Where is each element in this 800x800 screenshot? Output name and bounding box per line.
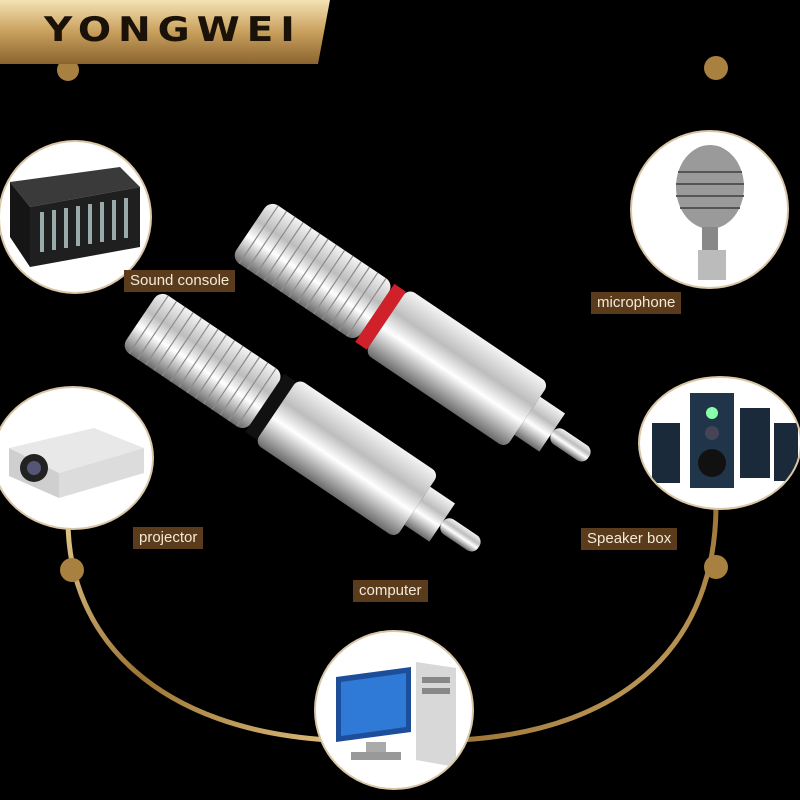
microphone-icon [676, 145, 744, 280]
speaker-box-label: Speaker box [581, 528, 678, 550]
wire-knob [704, 555, 728, 579]
microphone-label: microphone [591, 292, 682, 314]
mixer-console-icon [10, 167, 140, 267]
speaker-icon [652, 393, 798, 488]
rca-plug-black [124, 293, 481, 552]
brand-name: YONGWEI [44, 10, 302, 50]
rca-plugs-illustration [124, 203, 591, 552]
sound-console-image [0, 142, 150, 292]
wire-knob [60, 558, 84, 582]
projector-icon [9, 428, 144, 498]
wire-knob [704, 56, 728, 80]
desktop-computer-icon [336, 662, 456, 767]
rca-plug-red [234, 203, 591, 462]
sound-console-label: Sound console [124, 270, 236, 292]
projector-image [0, 388, 152, 528]
projector-label: projector [133, 527, 204, 549]
wire-knob [57, 59, 79, 81]
brand-logo: YONGWEI [0, 0, 330, 64]
speaker-box-image [640, 378, 800, 508]
microphone-image [632, 132, 787, 287]
computer-image [316, 632, 472, 788]
brand-plate [0, 0, 330, 64]
computer-label: computer [353, 580, 428, 602]
